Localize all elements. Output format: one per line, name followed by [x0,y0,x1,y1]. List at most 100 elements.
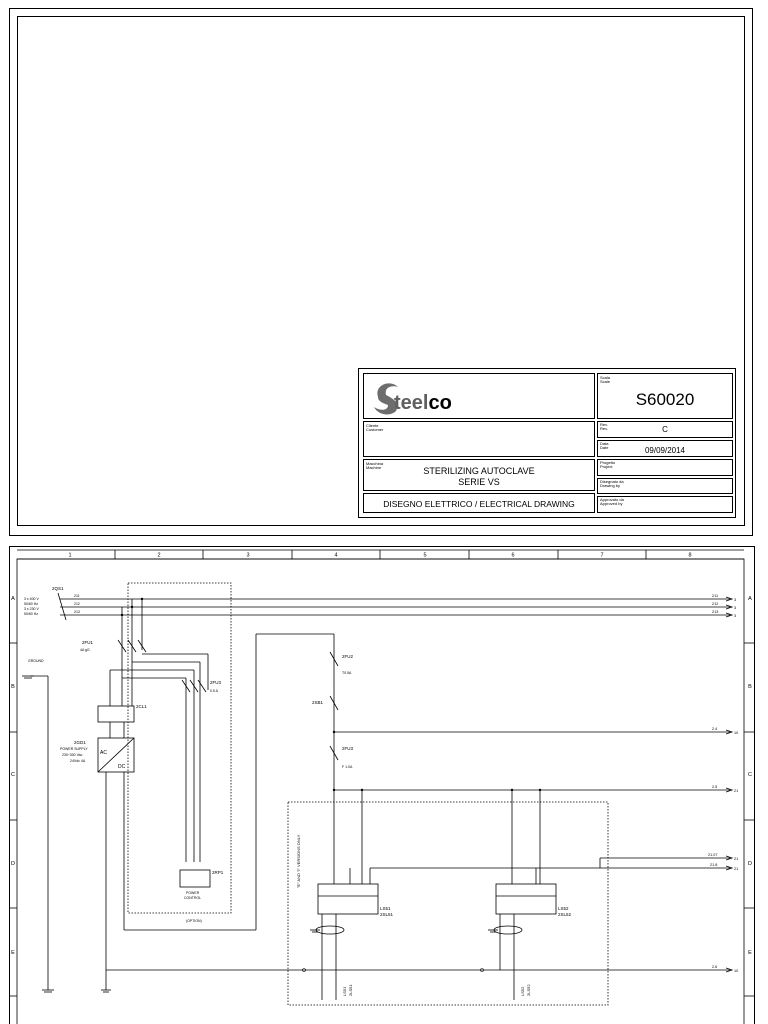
approved-cell: Approvato da Approved by [597,496,733,513]
col-7: 7 [600,553,603,559]
row-d-left: D [11,861,15,867]
psu-desc3: 24Vdc 4A [70,759,86,763]
psu-dc: DC [118,764,126,770]
ls2-label-b: 2SL52 [558,912,572,917]
ls2-label-a: LS52 [558,906,569,911]
machine-cell: Macchina Machine STERILIZING AUTOCLAVE S… [363,459,595,491]
fuse1-label: 2FU1 [82,640,94,645]
row-a-right: A [748,596,752,602]
rev-value: C [662,425,668,434]
power-control-id: 2RP1 [212,870,224,875]
wire-211: 211 [74,594,80,598]
drawn-by-cell: Disegnato da Drawing by [597,478,733,494]
xref-26-page: 10 [734,969,738,973]
drawing-number: S60020 [635,390,695,409]
steelco-logo: teelco [374,383,452,415]
xref-218-wire: 21.8 [710,863,717,867]
filter-label: 2CL1 [136,704,147,709]
row-a-left: A [11,596,15,602]
fuse2-rating: T0.5A [342,671,352,675]
main-switch-label: 2QS1 [52,586,64,591]
ground-label: GROUND [28,659,44,663]
machine-line2: SERIE VS [458,477,500,487]
col-8: 8 [688,553,691,559]
wire-212: 212 [74,602,80,606]
cover-frame [17,16,745,526]
button-label: 2SB1 [312,700,324,705]
machine-label-it: Macchina [366,461,384,466]
project-label-it: Progetto [600,460,616,465]
drawn-label-en: Drawing by [600,483,621,488]
ls2-bottom: LS52 [520,986,525,996]
approved-label-en: Approved by [600,501,623,506]
date-value: 09/09/2014 [644,446,686,455]
date-cell: Data Date 09/09/2014 [597,440,733,457]
customer-label-en: Customer [366,427,384,432]
row-e-left: E [11,950,15,956]
title-block: teelco Scala Scale S60020 Cliente Custom… [358,368,736,518]
logo-text: teelco [394,392,452,414]
row-b-left: B [11,684,15,690]
power-control-line1: POWER [186,891,200,895]
col-6: 6 [511,553,514,559]
ls2-bottom2: 2LS52 [526,984,531,996]
fuse4-label: 2FU3 [210,680,222,685]
xref-218-page: 21 [734,867,738,871]
col-1: 1 [68,553,71,559]
customer-label-it: Cliente [366,423,379,428]
date-label-en: Date [600,445,609,450]
drawing-type-cell: DISEGNO ELETTRICO / ELECTRICAL DRAWING [363,493,595,513]
xref-26-wire: 2.6 [712,965,717,969]
fuse1-rating: 4A gG [80,648,90,652]
psu-label: 2GD1 [74,740,86,745]
col-3: 3 [246,553,249,559]
versions-note: "E" AND "I" VERSIONS ONLY [296,834,301,888]
fuse4-rating: 0.5 A [210,689,219,693]
psu-desc2: 230÷300 Vac [62,753,83,757]
machine-label-en: Machine [366,465,382,470]
col-4: 4 [334,553,337,559]
scale-label-it: Scala [600,375,611,380]
supply-line1b: 50/60 Hz [24,602,38,606]
fuse3-rating: F 1.0A [342,765,353,769]
xref-213-wire: 213 [712,610,718,614]
drawn-label-it: Disegnato da [600,479,624,484]
xref-25-page: 21 [734,789,738,793]
xref-2107-page: 21 [734,857,738,861]
customer-cell: Cliente Customer [363,421,595,457]
ls1-bottom2: 2LS51 [348,984,353,996]
fuse3-label: 2FU3 [342,746,354,751]
ls1-label-b: 2SL51 [380,912,394,917]
logo-cell: teelco [363,373,595,419]
xref-211-page: 3 [734,598,736,602]
power-control-line2: CONTROL [184,896,201,900]
rev-cell: Rev. Rev. C [597,421,733,438]
xref-212-wire: 212 [712,602,718,606]
approved-label-it: Approvato da [600,497,624,502]
option-label: (OPTION) [186,919,202,923]
drawing-type: DISEGNO ELETTRICO / ELECTRICAL DRAWING [383,499,575,509]
row-c-left: C [11,772,15,778]
scale-cell: Scala Scale S60020 [597,373,733,419]
cover-sheet [9,8,753,536]
xref-212-page: 3 [734,606,736,610]
ls1-label-a: LS51 [380,906,391,911]
col-2: 2 [157,553,160,559]
xref-2107-wire: 21.07 [708,853,718,857]
project-label-en: Project [600,464,613,469]
machine-line1: STERILIZING AUTOCLAVE [423,466,535,476]
supply-line1: 3 x 400 V [24,597,39,601]
fuse2-label: 2FU2 [342,654,354,659]
xref-211-wire: 211 [712,594,718,598]
supply-line2: 3 x 230 V [24,607,39,611]
rev-label-en: Rev. [600,426,608,431]
xref-25-wire: 2.5 [712,785,717,789]
schematic-sheet [9,546,755,1024]
rev-label-it: Rev. [600,422,608,427]
ls1-bottom: LS51 [342,986,347,996]
psu-desc1: POWER SUPPLY [60,747,88,751]
scale-label-en: Scale [600,379,611,384]
date-label-it: Data [600,441,609,446]
row-c-right: C [748,772,752,778]
